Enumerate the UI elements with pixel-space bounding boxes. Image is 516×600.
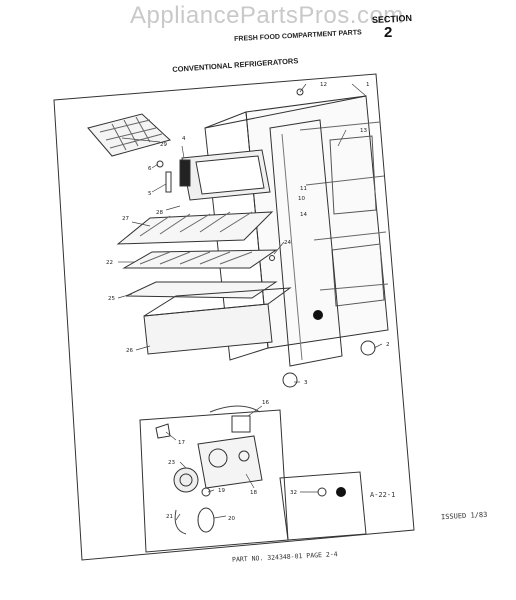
shelf-middle: [122, 249, 278, 269]
callout-17: 17: [178, 440, 185, 446]
callout-29: 29: [160, 142, 167, 148]
callout-28: 28: [156, 210, 163, 216]
callout-19: 19: [218, 488, 225, 494]
callout-20: 20: [228, 516, 235, 522]
reference-marker-1: [313, 310, 323, 320]
shelf-lower: [125, 281, 278, 299]
callout-10: 10: [298, 196, 305, 202]
temperature-control-inset: [139, 405, 367, 553]
callout-3: 3: [304, 380, 308, 386]
callout-11: 11: [300, 186, 307, 192]
callout-25: 25: [108, 296, 115, 302]
callout-2: 2: [386, 342, 390, 348]
reference-marker-2: [336, 487, 346, 497]
callout-23: 23: [168, 460, 175, 466]
door-liner: [269, 119, 343, 367]
callout-27: 27: [122, 216, 129, 222]
callout-13: 13: [360, 128, 367, 134]
callout-1: 1: [366, 82, 370, 88]
light-shield-panel: [179, 149, 271, 201]
callout-5: 5: [148, 191, 152, 197]
callout-14: 14: [300, 212, 307, 218]
callout-6: 6: [148, 166, 152, 172]
callout-16: 16: [262, 400, 269, 406]
cabinet-outline: [204, 95, 389, 361]
callout-22: 22: [106, 260, 113, 266]
crisper-drawer: [143, 287, 292, 355]
callout-32: 32: [290, 490, 297, 496]
watermark-logo: AppliancePartsPros.com: [130, 2, 404, 29]
page-border: [53, 73, 415, 561]
callout-26: 26: [126, 348, 133, 354]
callout-24: 24: [284, 240, 291, 246]
callout-21: 21: [166, 514, 173, 520]
section-number: 2: [384, 24, 393, 41]
shelf-upper: [116, 211, 274, 245]
callout-12: 12: [320, 82, 327, 88]
ice-tray-inset: [87, 113, 171, 157]
hinge-parts: [156, 88, 376, 388]
diagram-code: A-22-1: [370, 491, 396, 499]
leader-lines: [117, 83, 383, 521]
callout-18: 18: [250, 490, 257, 496]
callout-4: 4: [182, 136, 186, 142]
